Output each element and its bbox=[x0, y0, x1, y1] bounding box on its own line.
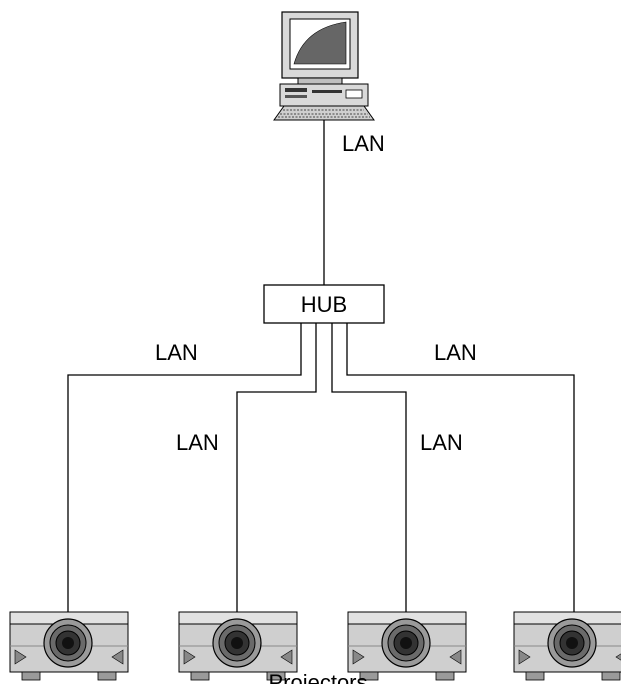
lan-label-projector-3: LAN bbox=[420, 430, 463, 455]
hub: HUB bbox=[263, 284, 385, 324]
lan-label-computer: LAN bbox=[342, 131, 385, 156]
lan-cable-projector-3 bbox=[331, 323, 407, 612]
lan-cable-projector-1 bbox=[67, 323, 302, 612]
projector-icon bbox=[9, 611, 129, 681]
projector-icon bbox=[513, 611, 621, 681]
lan-label-projector-2: LAN bbox=[176, 430, 219, 455]
lan-cable-projector-2 bbox=[236, 323, 317, 612]
lan-cable-projector-4 bbox=[346, 323, 575, 612]
desktop-computer-icon bbox=[273, 11, 375, 121]
lan-label-projector-1: LAN bbox=[155, 340, 198, 365]
lan-label-projector-4: LAN bbox=[434, 340, 477, 365]
projectors-caption: Projectors bbox=[268, 670, 367, 684]
hub-label: HUB bbox=[301, 292, 347, 317]
